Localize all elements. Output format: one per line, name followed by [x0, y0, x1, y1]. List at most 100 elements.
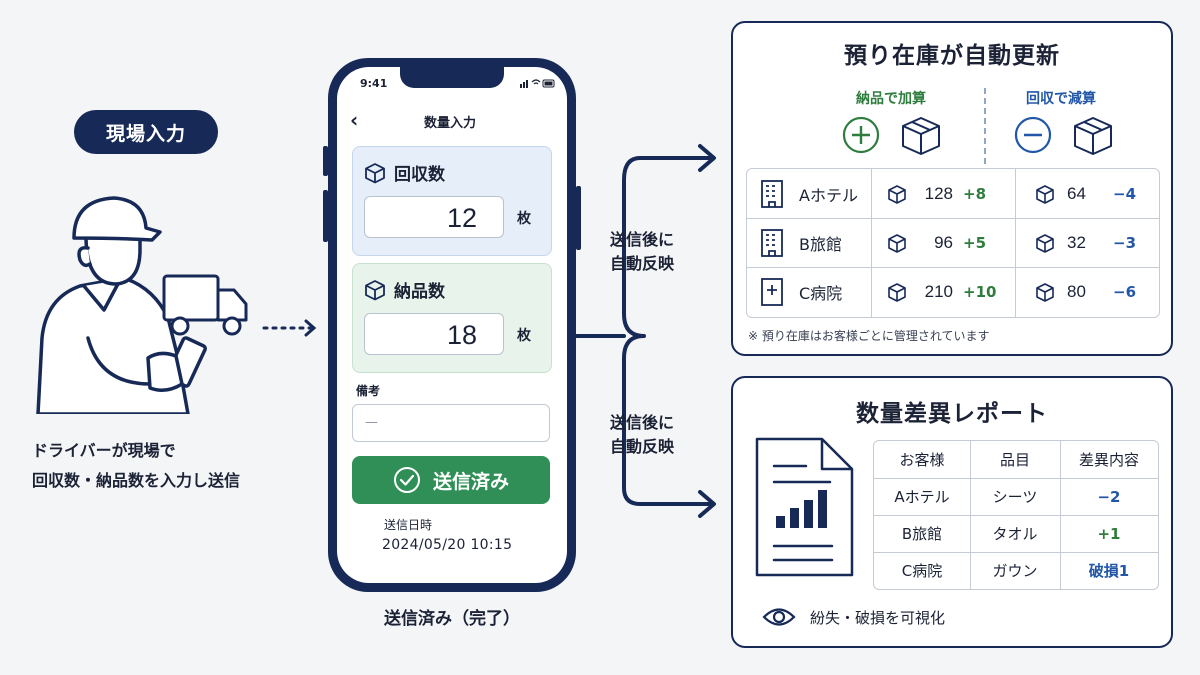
stock-delta: +10 [963, 282, 997, 301]
row-customer: Aホテル [894, 488, 950, 506]
collect-count-label-row: 回収数 [364, 160, 445, 185]
stock-value: 80 [1067, 281, 1086, 301]
box-icon [1036, 233, 1054, 253]
delivery-count-input[interactable]: 18 [364, 313, 504, 355]
delivery-count-unit: 枚 [517, 328, 531, 344]
stock-delta: −3 [1113, 233, 1137, 252]
eye-icon [762, 608, 796, 626]
phone-notch [400, 66, 504, 88]
legend-minus-icons [1014, 116, 1112, 155]
check-circle-icon [393, 467, 420, 493]
legend-divider [984, 88, 986, 164]
row-diff: 破損1 [1088, 562, 1130, 580]
field-input-caption: ドライバーが現場で 回収数・納品数を入力し送信 [32, 436, 312, 496]
box-icon [888, 184, 906, 204]
header-diff: 差異内容 [1078, 451, 1139, 469]
inventory-panel-title: 預り在庫が自動更新 [844, 43, 1060, 69]
flow-arrows [574, 144, 716, 518]
row-diff: −2 [1097, 487, 1121, 506]
stock-value: 128 [924, 183, 953, 203]
truck-icon [162, 274, 248, 336]
box-icon [1036, 184, 1054, 204]
col-divider [1060, 441, 1061, 589]
discrepancy-table: お客様 品目 差異内容 Aホテル シーツ −2 B旅館 タオル +1 C病院 ガ… [873, 440, 1159, 590]
customer-name: B旅館 [799, 234, 842, 254]
sent-at-label: 送信日時 [384, 518, 433, 532]
flow-label-bottom-line1: 送信後に [610, 413, 675, 432]
box-icon [365, 162, 385, 183]
memo-label: 備考 [356, 384, 381, 398]
row-customer: B旅館 [901, 525, 943, 543]
stock-cell: 64 −4 [1035, 169, 1136, 218]
row-item: タオル [992, 525, 1038, 543]
plus-circle-icon [842, 116, 880, 154]
minus-circle-icon [1014, 116, 1052, 154]
status-icons [520, 78, 556, 91]
box-icon [902, 117, 940, 155]
stock-delta: +5 [963, 233, 987, 252]
stock-delta: +8 [963, 184, 987, 203]
driver-illustration [36, 196, 207, 414]
collect-count-input[interactable]: 12 [364, 196, 504, 238]
stock-cell: 210 +10 [887, 267, 996, 316]
hotel-building-icon [761, 179, 783, 208]
flow-label-top-line2: 自動反映 [610, 254, 675, 273]
inventory-table: Aホテル 128 +8 64 −4 B旅館 96 +5 32 −3 [746, 168, 1160, 318]
stock-delta: −6 [1113, 282, 1137, 301]
stock-cell: 128 +8 [887, 169, 986, 218]
stock-cell: 32 −3 [1035, 218, 1136, 267]
report-footer-label: 紛失・破損を可視化 [810, 608, 946, 627]
customer-name: C病院 [799, 283, 843, 303]
box-icon [365, 279, 385, 300]
box-icon [888, 282, 906, 302]
row-item: シーツ [992, 488, 1038, 506]
collect-count-unit: 枚 [517, 211, 531, 227]
caption-line-2: 回収数・納品数を入力し送信 [32, 471, 241, 490]
stock-value: 32 [1067, 232, 1086, 252]
row-divider [874, 515, 1158, 516]
box-icon [1036, 282, 1054, 302]
box-icon [1074, 117, 1112, 155]
delivery-count-label: 納品数 [394, 282, 445, 302]
dotted-arrow [262, 319, 317, 337]
sent-at-value: 2024/05/20 10:15 [382, 537, 513, 553]
row-item: ガウン [992, 562, 1038, 580]
row-divider [874, 478, 1158, 479]
field-input-badge: 現場入力 [74, 110, 218, 154]
col-divider [970, 441, 971, 589]
legend-minus-label: 回収で減算 [1026, 91, 1096, 107]
report-footer: 紛失・破損を可視化 [762, 606, 945, 628]
screen-title: 数量入力 [423, 116, 476, 131]
phone-side-button [323, 146, 328, 176]
flow-label-top-line1: 送信後に [610, 230, 675, 249]
table-row: Aホテル 128 +8 64 −4 [747, 169, 1159, 218]
customer-cell: C病院 [759, 267, 842, 316]
row-divider [747, 218, 1159, 219]
flow-label-bottom-line2: 自動反映 [610, 437, 675, 456]
customer-cell: Aホテル [759, 169, 858, 218]
collect-count-label: 回収数 [394, 165, 445, 185]
row-divider [874, 552, 1158, 553]
row-diff: +1 [1097, 524, 1121, 543]
table-row: B旅館 96 +5 32 −3 [747, 218, 1159, 267]
phone-side-button [576, 186, 581, 250]
box-icon [888, 233, 906, 253]
customer-name: Aホテル [799, 185, 858, 205]
header-item: 品目 [999, 451, 1030, 469]
row-customer: C病院 [901, 562, 943, 580]
sent-button[interactable]: 送信済み [352, 456, 550, 504]
delivery-count-label-row: 納品数 [364, 277, 445, 302]
memo-input[interactable]: — [352, 404, 550, 442]
flow-label-top: 送信後に 自動反映 [610, 228, 674, 276]
inventory-note: ※ 預り在庫はお客様ごとに管理されています [748, 329, 990, 343]
hospital-icon [761, 277, 783, 306]
caption-line-1: ドライバーが現場で [32, 441, 176, 460]
stock-cell: 96 +5 [887, 218, 986, 267]
stock-value: 64 [1067, 183, 1086, 203]
back-chevron-icon[interactable]: ‹ [350, 108, 359, 132]
sent-button-label: 送信済み [432, 470, 509, 493]
legend-plus-label: 納品で加算 [856, 91, 926, 107]
customer-cell: B旅館 [759, 218, 842, 267]
row-divider [747, 267, 1159, 268]
report-document-icon [755, 437, 854, 577]
